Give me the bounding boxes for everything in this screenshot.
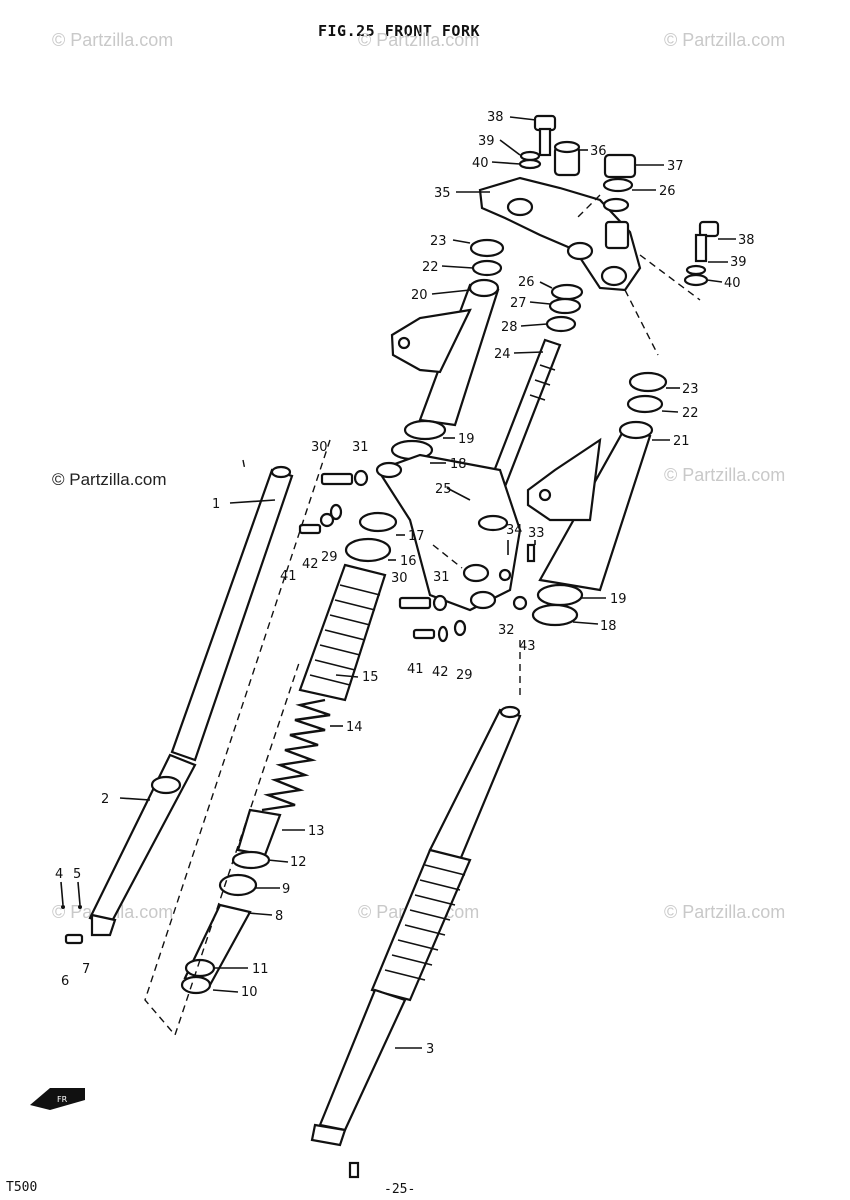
svg-text:FR: FR [57,1095,68,1104]
callout-16: 16 [400,554,417,569]
callout-24: 24 [494,347,511,362]
callout-20: 20 [411,288,428,303]
callout-42: 42 [432,665,449,680]
callout-32: 32 [498,623,515,638]
callout-25: 25 [435,482,452,497]
callout-17: 17 [408,529,425,544]
callout-35: 35 [434,186,451,201]
watermark: © Partzilla.com [52,30,174,50]
callout-43: 43 [519,639,536,654]
callout-38: 38 [738,233,755,248]
callout-4: 4 [55,867,63,882]
watermark-dark: © Partzilla.com [52,470,167,489]
callout-19: 19 [610,592,627,607]
handlebar-holder [478,140,642,292]
callout-23: 23 [430,234,447,249]
bolt-38b [683,220,720,287]
callout-27: 27 [510,296,527,311]
callout-23: 23 [682,382,699,397]
lower-bracket [375,419,522,612]
callout-40: 40 [472,156,489,171]
callout-18: 18 [600,619,617,634]
callout-22: 22 [422,260,439,275]
callout-9: 9 [282,882,290,897]
model-code: T500 [6,1180,38,1195]
callout-13: 13 [308,824,325,839]
callout-28: 28 [501,320,518,335]
callout-11: 11 [252,962,269,977]
callout-36: 36 [590,144,607,159]
callout-40: 40 [724,276,741,291]
fork-tube-left [64,465,294,945]
watermark: © Partzilla.com [358,30,480,50]
upper-bracket-right [526,371,668,627]
callout-18: 18 [450,457,467,472]
callout-15: 15 [362,670,379,685]
callout-31: 31 [433,570,450,585]
callout-38: 38 [487,110,504,125]
callout-labels: 38 39 40 36 37 35 26 38 39 40 23 22 20 2… [55,110,755,1057]
pinch-bolts [298,469,536,643]
callout-1: 1 [212,497,220,512]
watermark: © Partzilla.com [664,902,786,922]
callout-10: 10 [241,985,258,1000]
callout-30: 30 [311,440,328,455]
callout-5: 5 [73,867,81,882]
callout-37: 37 [667,159,684,174]
fork-spring-left [261,698,331,812]
callout-39: 39 [478,134,495,149]
front-direction-arrow-icon: FR [30,1088,85,1110]
callout-34: 34 [506,523,523,538]
callout-8: 8 [275,909,283,924]
fork-leg-right [310,705,522,1179]
callout-41: 41 [407,662,424,677]
figure-title: FIG.25 FRONT FORK [318,22,481,40]
callout-39: 39 [730,255,747,270]
watermark: © Partzilla.com [664,465,786,485]
callout-6: 6 [61,974,69,989]
callout-3: 3 [426,1042,434,1057]
upper-bracket-left [390,238,505,427]
callout-7: 7 [82,962,90,977]
callout-19: 19 [458,432,475,447]
page-number: -25- [384,1182,416,1197]
leader-lines-small [60,881,82,909]
callout-29: 29 [321,550,338,565]
fork-seals-left [180,808,282,995]
callout-30: 30 [391,571,408,586]
leader-lines [119,116,736,1049]
callout-22: 22 [682,406,699,421]
callout-21: 21 [673,434,690,449]
assembly-guide-lines [144,194,701,1037]
callout-31: 31 [352,440,369,455]
callout-14: 14 [346,720,363,735]
callout-26: 26 [518,275,535,290]
callout-2: 2 [101,792,109,807]
fork-boot-left [298,511,398,702]
callout-12: 12 [290,855,307,870]
watermark: © Partzilla.com [664,30,786,50]
bolt-38a [518,114,557,170]
callout-41: 41 [280,569,297,584]
callout-26: 26 [659,184,676,199]
callout-33: 33 [528,526,545,541]
callout-42: 42 [302,557,319,572]
callout-29: 29 [456,668,473,683]
